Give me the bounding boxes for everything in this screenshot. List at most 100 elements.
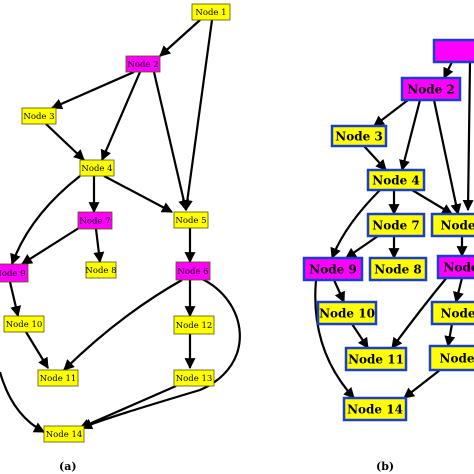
node-label: Node 14 bbox=[46, 430, 83, 440]
edge-b-2-4 bbox=[399, 99, 422, 172]
graph-node: Node 4 bbox=[366, 168, 426, 192]
node-box bbox=[432, 38, 474, 64]
graph-node: Node 7 bbox=[77, 211, 113, 230]
node-box bbox=[436, 254, 474, 280]
graph-node: Node 9 bbox=[302, 256, 364, 282]
graph-node: Node 4 bbox=[79, 159, 115, 177]
edge-b-9-14 bbox=[314, 279, 355, 399]
edge-b-9-10 bbox=[332, 279, 346, 304]
edge-b-6-12 bbox=[453, 277, 464, 304]
graph-node: Node 13 bbox=[173, 369, 215, 387]
node-label: Node bbox=[440, 351, 474, 365]
graph-node: Node bbox=[428, 344, 474, 372]
graph-node: Node 9 bbox=[0, 263, 29, 283]
graph-node bbox=[432, 38, 474, 64]
node-label: Node bbox=[441, 306, 474, 320]
edge-b-3-4 bbox=[363, 145, 387, 171]
graph-node: Node 2 bbox=[125, 55, 161, 73]
node-box bbox=[0, 263, 29, 283]
node-label: Node 7 bbox=[372, 218, 420, 232]
node-label: Node 13 bbox=[176, 374, 213, 384]
graph-node: Node 11 bbox=[37, 369, 79, 387]
node-label: Node 3 bbox=[335, 129, 383, 143]
node-box bbox=[85, 261, 117, 279]
edge-b-1-2 bbox=[443, 61, 454, 79]
node-label: Node 9 bbox=[0, 269, 26, 279]
graph-node: Node 1 bbox=[191, 3, 231, 21]
edge-a-10-11 bbox=[25, 331, 49, 369]
node-label: Node 4 bbox=[81, 164, 112, 174]
graph-node: Node 10 bbox=[3, 315, 45, 333]
caption-a: (a) bbox=[59, 460, 77, 473]
edge-b-1-5 bbox=[462, 61, 474, 212]
node-label: Node 4 bbox=[372, 173, 420, 187]
node-box bbox=[430, 300, 474, 326]
node-label: Node 9 bbox=[309, 262, 357, 276]
node-label: Node 12 bbox=[176, 321, 213, 331]
edge-a-6-11 bbox=[63, 279, 183, 371]
edge-b-2-5 bbox=[432, 99, 462, 216]
node-label: Node 2 bbox=[407, 82, 455, 96]
edge-a-6-14 bbox=[80, 277, 241, 430]
edge-a-9-14 bbox=[0, 371, 45, 433]
node-label: Node 10 bbox=[6, 320, 43, 330]
edge-a-1-5 bbox=[181, 19, 214, 212]
graph-node: Node 3 bbox=[330, 124, 388, 148]
edge-a-9-10 bbox=[8, 281, 22, 318]
edge-a-2-4 bbox=[100, 71, 142, 162]
graph-node: Node bbox=[430, 300, 474, 326]
node-box bbox=[368, 256, 428, 282]
edge-a-7-8 bbox=[93, 228, 105, 264]
edge-b-13-14 bbox=[403, 369, 441, 399]
node-box bbox=[302, 256, 364, 282]
node-label: Node 7 bbox=[79, 217, 110, 227]
node-box bbox=[173, 315, 215, 335]
edge-b-12-13 bbox=[444, 323, 456, 348]
node-label: Node 11 bbox=[40, 374, 77, 384]
node-box bbox=[43, 425, 85, 443]
graph-node: Node 14 bbox=[342, 396, 408, 422]
graph-node: Node 11 bbox=[344, 346, 408, 372]
node-label: Node 11 bbox=[348, 352, 404, 366]
node-box bbox=[125, 55, 161, 73]
edge-a-2-3 bbox=[50, 70, 135, 110]
node-box bbox=[175, 261, 211, 281]
graph-node: Node 6 bbox=[175, 261, 211, 281]
node-box bbox=[21, 107, 57, 125]
node-label: Node 2 bbox=[127, 60, 158, 70]
node-box bbox=[400, 76, 462, 102]
graph-node: Node 7 bbox=[366, 212, 426, 238]
node-label: Node bbox=[441, 218, 474, 232]
edge-b-6-11 bbox=[391, 275, 449, 349]
edge-b-4-9 bbox=[330, 189, 381, 260]
node-box bbox=[77, 211, 113, 230]
node-label: Node 1 bbox=[195, 8, 226, 18]
graph-node: Node 8 bbox=[368, 256, 428, 282]
graph-node: Node bbox=[436, 254, 474, 280]
caption-b: (b) bbox=[376, 460, 394, 473]
node-label: Node 6 bbox=[177, 267, 208, 277]
node-label: Node 3 bbox=[23, 112, 54, 122]
graph-node: Node 10 bbox=[316, 300, 378, 326]
edge-a-1-2 bbox=[159, 19, 201, 57]
node-box bbox=[366, 168, 426, 192]
node-label: Node bbox=[444, 260, 474, 274]
graph-node: Node 2 bbox=[400, 76, 462, 102]
node-box bbox=[342, 396, 408, 422]
graph-node: Node 12 bbox=[173, 315, 215, 335]
edge-a-4-9 bbox=[10, 175, 81, 266]
graph-node: Node 3 bbox=[21, 107, 57, 125]
node-box bbox=[3, 315, 45, 333]
node-box bbox=[428, 344, 474, 372]
edge-b-10-11 bbox=[351, 323, 369, 349]
node-box bbox=[173, 211, 209, 229]
edge-b-2-3 bbox=[373, 99, 409, 127]
node-box bbox=[79, 159, 115, 177]
graph-node: Node 14 bbox=[43, 425, 85, 443]
node-box bbox=[330, 124, 388, 148]
